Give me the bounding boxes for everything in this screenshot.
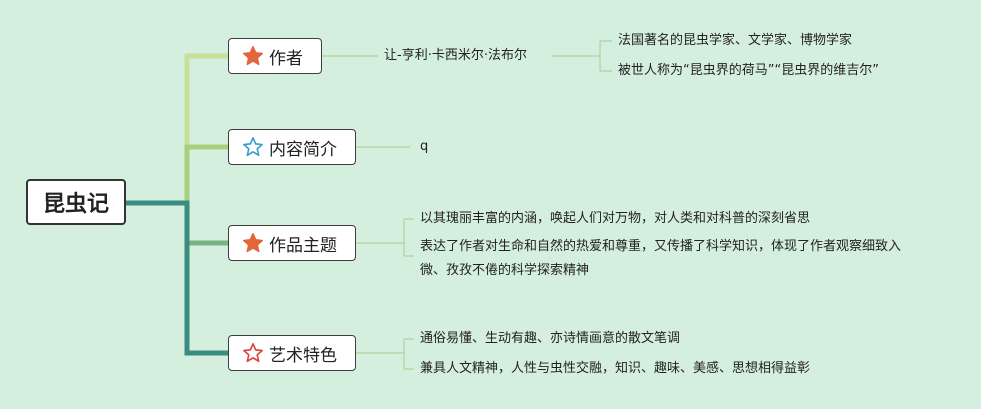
connector-theme-details (356, 218, 414, 257)
detail-text: q (420, 139, 429, 154)
connector-branch-4 (126, 200, 228, 356)
connector-branch-1 (126, 53, 228, 206)
connector-author-details (552, 40, 612, 72)
branch-label: 内容简介 (269, 139, 337, 160)
branch-label: 作品主题 (269, 235, 337, 256)
root-node[interactable]: 昆虫记 (26, 179, 126, 225)
detail-text: 表达了作者对生命和自然的热爱和尊重，又传播了科学知识，体现了作者观察细致入微、孜… (420, 239, 902, 278)
detail-text: 以其瑰丽丰富的内涵，唤起人们对万物，对人类和对科普的深刻省思 (420, 211, 811, 226)
branch-node-summary[interactable]: 内容简介 (228, 129, 356, 165)
branch-node-theme[interactable]: 作品主题 (228, 225, 356, 261)
root-label: 昆虫记 (42, 192, 109, 217)
connector-branch-3 (126, 200, 228, 246)
connector-branch-2 (126, 144, 228, 206)
detail-text: 被世人称为“昆虫界的荷马”“昆虫界的维吉尔” (618, 63, 879, 78)
star-outline-icon (243, 343, 263, 363)
branch-label: 艺术特色 (269, 345, 337, 366)
star-icon (243, 233, 263, 253)
star-icon (243, 46, 263, 66)
detail-text: 兼具人文精神，人性与虫性交融，知识、趣味、美感、思想相得益彰 (420, 361, 811, 376)
branch-label: 作者 (269, 48, 303, 69)
branch-node-author[interactable]: 作者 (228, 38, 322, 74)
star-outline-icon (243, 137, 263, 157)
branch-node-art[interactable]: 艺术特色 (228, 335, 356, 371)
detail-text: 通俗易懂、生动有趣、亦诗情画意的散文笔调 (420, 331, 681, 346)
author-name-text: 让-亨利·卡西米尔·法布尔 (384, 48, 527, 63)
connector-art-details (356, 338, 414, 370)
detail-text: 法国著名的昆虫学家、文学家、博物学家 (618, 33, 853, 48)
